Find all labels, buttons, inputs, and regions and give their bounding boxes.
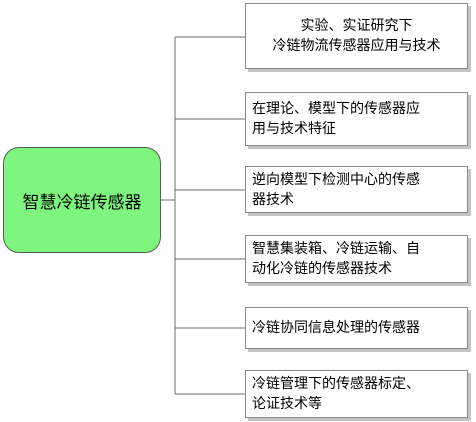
root-label: 智慧冷链传感器 — [22, 192, 142, 213]
branch-6-line-2: 论证技术等 — [252, 396, 322, 412]
branch-node-4: 智慧集装箱、冷链运输、自 动化冷链的传感器技术 — [245, 235, 468, 283]
branch-node-5: 冷链协同信息处理的传感器 — [245, 307, 468, 349]
branch-1-line-1: 实验、实证研究下 — [300, 18, 413, 34]
branch-node-6: 冷链管理下的传感器标定、 论证技术等 — [245, 370, 468, 418]
branch-6-line-1: 冷链管理下的传感器标定、 — [252, 376, 420, 392]
branch-4-line-1: 智慧集装箱、冷链运输、自 — [252, 241, 420, 257]
branch-node-1: 实验、实证研究下 冷链物流传感器应用与技术 — [245, 3, 468, 69]
branch-4-line-2: 动化冷链的传感器技术 — [252, 261, 392, 277]
branch-2-line-2: 用与技术特征 — [252, 121, 336, 137]
branch-node-3: 逆向模型下检测中心的传感 器技术 — [245, 166, 468, 213]
branch-3-line-1: 逆向模型下检测中心的传感 — [252, 171, 420, 188]
branch-node-2: 在理论、模型下的传感器应 用与技术特征 — [245, 92, 468, 146]
branch-5-line-1: 冷链协同信息处理的传感器 — [252, 320, 420, 336]
branch-2-line-1: 在理论、模型下的传感器应 — [252, 101, 420, 117]
root-node: 智慧冷链传感器 — [3, 147, 161, 253]
branch-3-line-2: 器技术 — [252, 191, 294, 208]
branch-1-line-2: 冷链物流传感器应用与技术 — [272, 38, 441, 54]
